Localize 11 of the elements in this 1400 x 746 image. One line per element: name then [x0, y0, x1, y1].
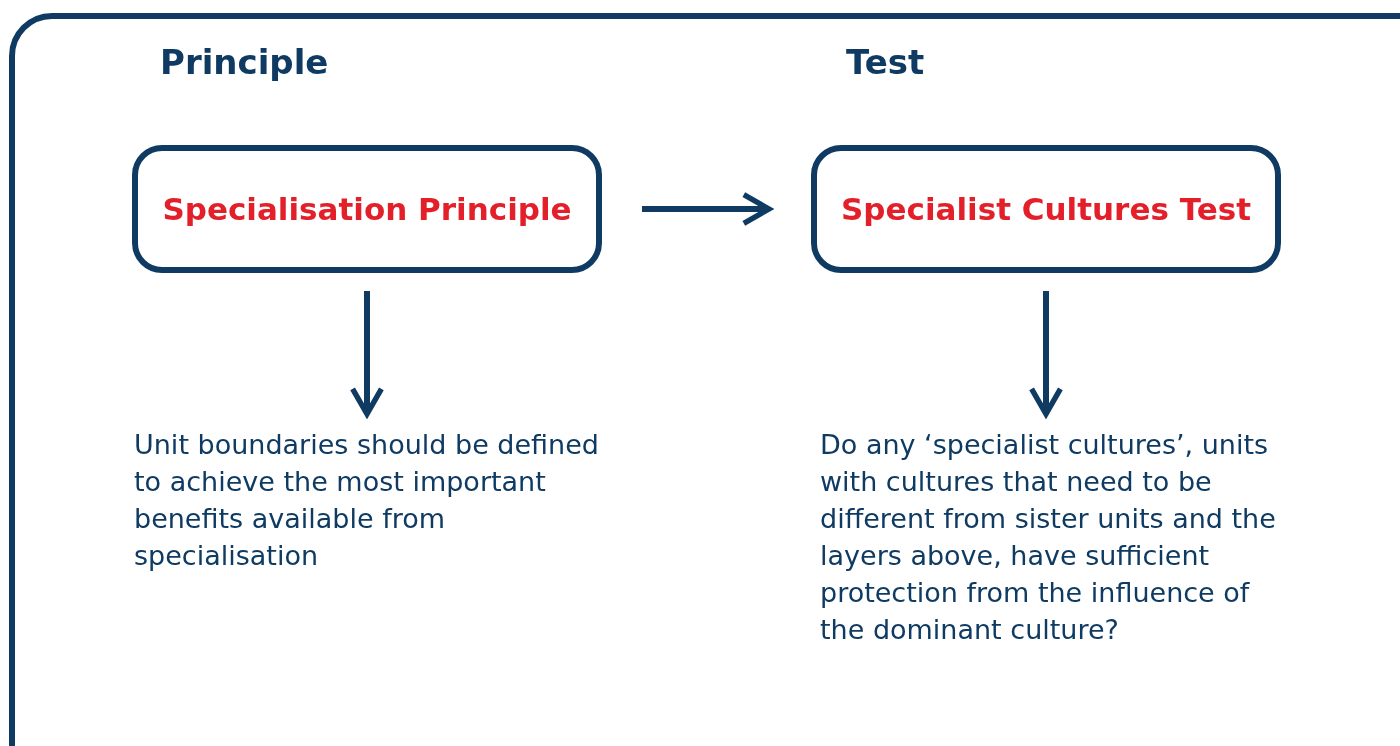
arrow	[349, 291, 385, 417]
arrow	[1028, 291, 1064, 417]
box-title: Specialisation Principle	[162, 191, 572, 227]
description-text: Unit boundaries should be defined to achieve the most important benefits available from specialisation	[134, 428, 600, 573]
column-heading: Principle	[160, 42, 329, 82]
process-box	[811, 145, 1281, 273]
box-title: Specialist Cultures Test	[841, 191, 1251, 227]
description-text: Do any ‘specialist cultures’, units with cultures that need to be different from sister units and the layers above, have sufficient protection from the influence of the dominant culture?	[820, 428, 1277, 647]
process-box	[132, 145, 602, 273]
arrow	[642, 191, 772, 227]
column-heading: Test	[846, 42, 925, 82]
